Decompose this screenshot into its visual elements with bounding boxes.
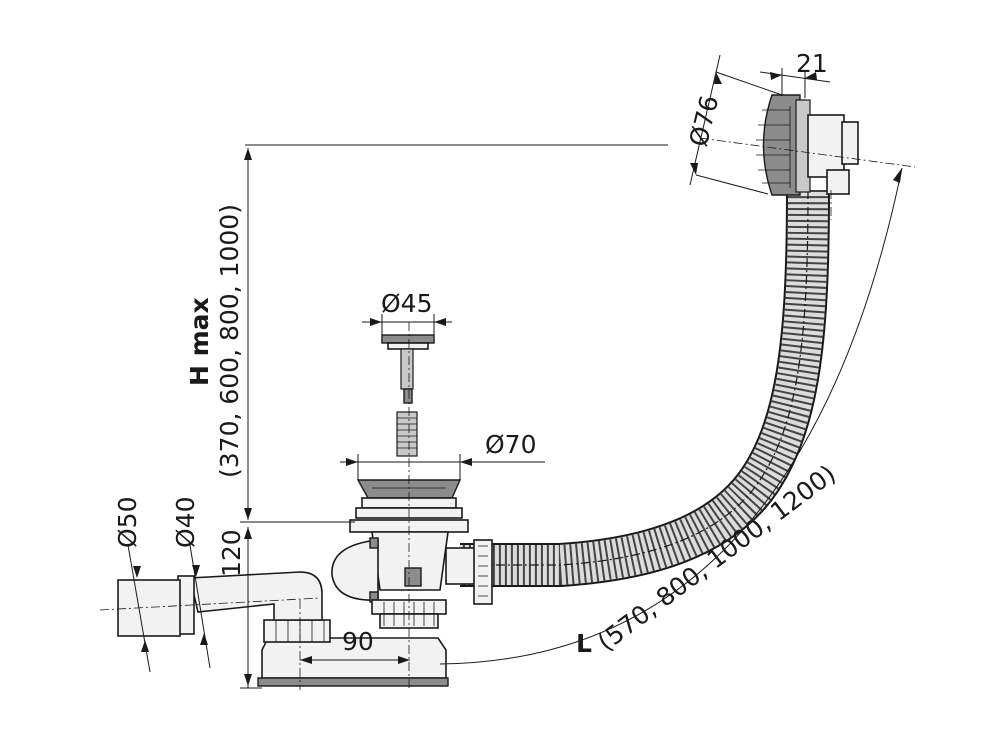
h-values-label: (370, 600, 800, 1000): [215, 204, 244, 478]
centre-lines: [99, 137, 916, 690]
flexible-hose: [460, 189, 830, 587]
dia-40-label: Ø40: [171, 497, 200, 549]
dia-76-label: Ø76: [684, 92, 725, 149]
dia-70-label: Ø70: [485, 430, 537, 459]
dia-45-label: Ø45: [381, 289, 433, 318]
l-label: L: [576, 629, 592, 658]
outlet-pipe: [117, 571, 323, 637]
dim-21-label: 21: [796, 49, 828, 78]
dim-120-label: 120: [217, 529, 246, 577]
drain-body: [257, 334, 493, 687]
dimension-lines: [127, 54, 903, 689]
overflow-head: [756, 94, 859, 196]
h-max-label: H max: [185, 297, 214, 386]
dim-90-label: 90: [342, 627, 374, 656]
dia-50-label: Ø50: [113, 497, 142, 549]
